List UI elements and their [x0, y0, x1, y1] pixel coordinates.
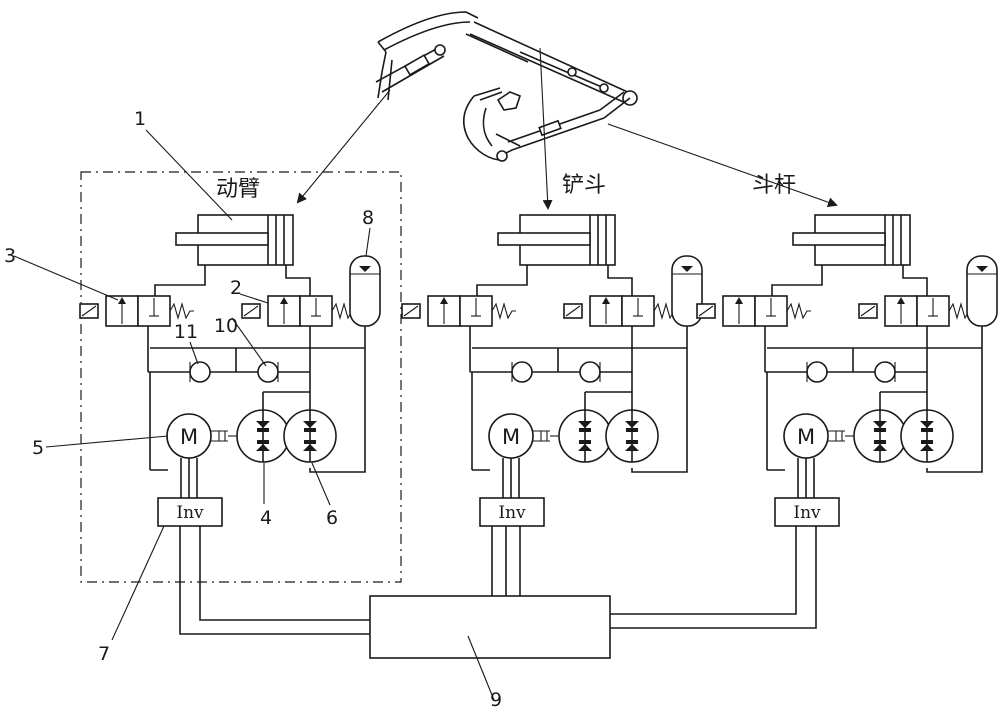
callout-2: 2 [230, 277, 242, 299]
callout-6: 6 [326, 507, 338, 529]
boom-hydraulic-unit [79, 214, 381, 527]
inverter-label-stick: Inv [793, 503, 821, 523]
motor-label-boom: M [180, 425, 198, 449]
inverter-label-boom: Inv [176, 503, 204, 523]
callout-4: 4 [260, 507, 272, 529]
callout-1: 1 [134, 108, 146, 130]
callout-11: 11 [174, 321, 198, 343]
boom-arrow [296, 89, 391, 204]
excavator-arm-illustration [375, 11, 638, 162]
stick-label: 斗杆 [752, 173, 796, 198]
callout-5: 5 [32, 437, 44, 459]
callout-10: 10 [214, 315, 238, 337]
motor-label-stick: M [797, 425, 815, 449]
controller-box [369, 595, 611, 659]
stick-arrow [607, 123, 838, 208]
callout-3: 3 [4, 245, 16, 267]
leader-lines [13, 129, 495, 701]
callout-7: 7 [98, 643, 110, 665]
inverter-label-bucket: Inv [498, 503, 526, 523]
bucket-arrow [539, 47, 553, 210]
motor-label-bucket: M [502, 425, 520, 449]
bucket-label: 铲斗 [562, 173, 606, 198]
stick-hydraulic-unit [696, 214, 998, 527]
boom-label: 动臂 [216, 177, 260, 202]
bucket-hydraulic-unit [401, 214, 703, 527]
callout-8: 8 [362, 207, 374, 229]
power-cables [179, 526, 817, 635]
unit-boundary-dashed [80, 171, 402, 583]
callout-9: 9 [490, 689, 502, 711]
